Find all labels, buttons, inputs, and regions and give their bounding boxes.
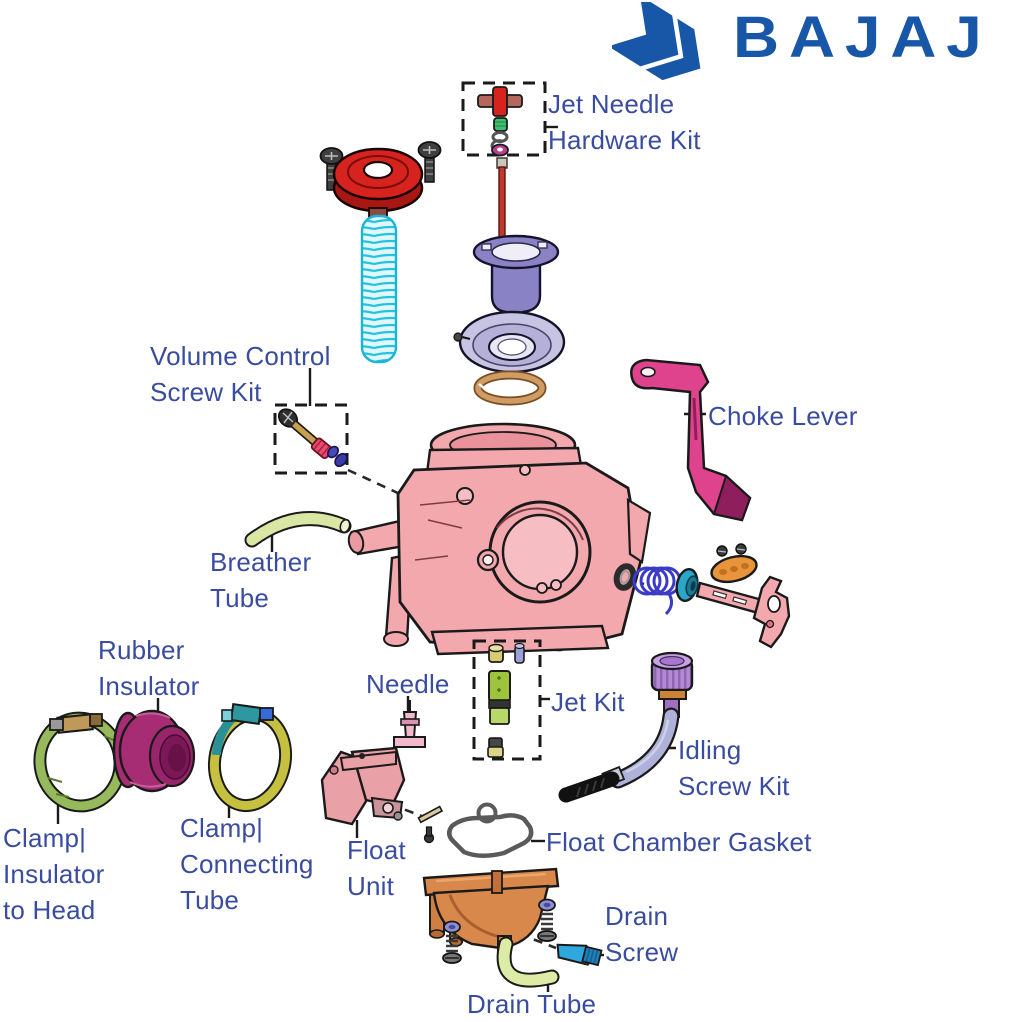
label-choke-lever: Choke Lever: [708, 401, 858, 431]
throttle-shaft-assembly: [613, 543, 791, 649]
slide-spring: [360, 214, 398, 364]
label-drain-tube: Drain Tube: [467, 989, 597, 1019]
float-pin: [417, 805, 444, 824]
needle-valve: [393, 700, 426, 748]
throttle-return-spring: [632, 566, 682, 616]
clamp-connecting-tube: [207, 702, 293, 813]
label-needle: Needle: [366, 669, 450, 699]
chamber-screw-right: [537, 898, 557, 942]
jet-kit: [472, 639, 542, 761]
choke-lever: [630, 358, 752, 522]
carburetor-top-cap: [332, 147, 424, 218]
cover-screw-right: [417, 141, 442, 183]
carburetor-body: [347, 422, 652, 656]
float-chamber: [422, 867, 560, 951]
drain-tube: [496, 936, 560, 988]
brand-name: BAJAJ: [733, 5, 992, 70]
label-drain-screw: Drain Screw: [605, 901, 679, 967]
jet-needle-hardware-kit: [461, 81, 547, 157]
rubber-insulator: [112, 709, 196, 793]
volume-control-screw-kit: [273, 403, 349, 475]
vacuum-slide: [472, 234, 560, 320]
clamp-insulator-to-head: [33, 711, 127, 813]
diaphragm: [453, 310, 566, 374]
label-jet-needle-hardware-kit: Jet Needle Hardware Kit: [548, 89, 701, 155]
float-unit: [320, 746, 406, 826]
jet-kit-box: [472, 639, 542, 761]
cover-screw-left: [319, 147, 344, 191]
label-jet-kit: Jet Kit: [551, 687, 625, 717]
label-clamp-insulator-to-head: Clamp| Insulator to Head: [3, 823, 105, 925]
label-idling-screw-kit: Idling Screw Kit: [678, 735, 790, 801]
float-screw: [423, 826, 435, 844]
bajaj-logo-icon: [612, 2, 701, 81]
idling-screw-kit: [558, 651, 694, 803]
label-volume-control-screw-kit: Volume Control Screw Kit: [150, 341, 331, 407]
float-chamber-gasket: [447, 802, 534, 858]
jet-needle-hardware-kit-box: [461, 81, 547, 157]
breather-tube: [244, 511, 352, 548]
label-rubber-insulator: Rubber Insulator: [98, 635, 200, 701]
label-float-unit: Float Unit: [347, 835, 406, 901]
volume-control-screw-kit-box: [273, 403, 349, 475]
label-breather-tube: Breather Tube: [210, 547, 312, 613]
o-ring: [473, 370, 547, 406]
chamber-screw-left: [442, 920, 462, 964]
drain-screw: [556, 943, 603, 967]
label-float-chamber-gasket: Float Chamber Gasket: [546, 827, 812, 857]
label-clamp-connecting-tube: Clamp| Connecting Tube: [180, 813, 314, 915]
